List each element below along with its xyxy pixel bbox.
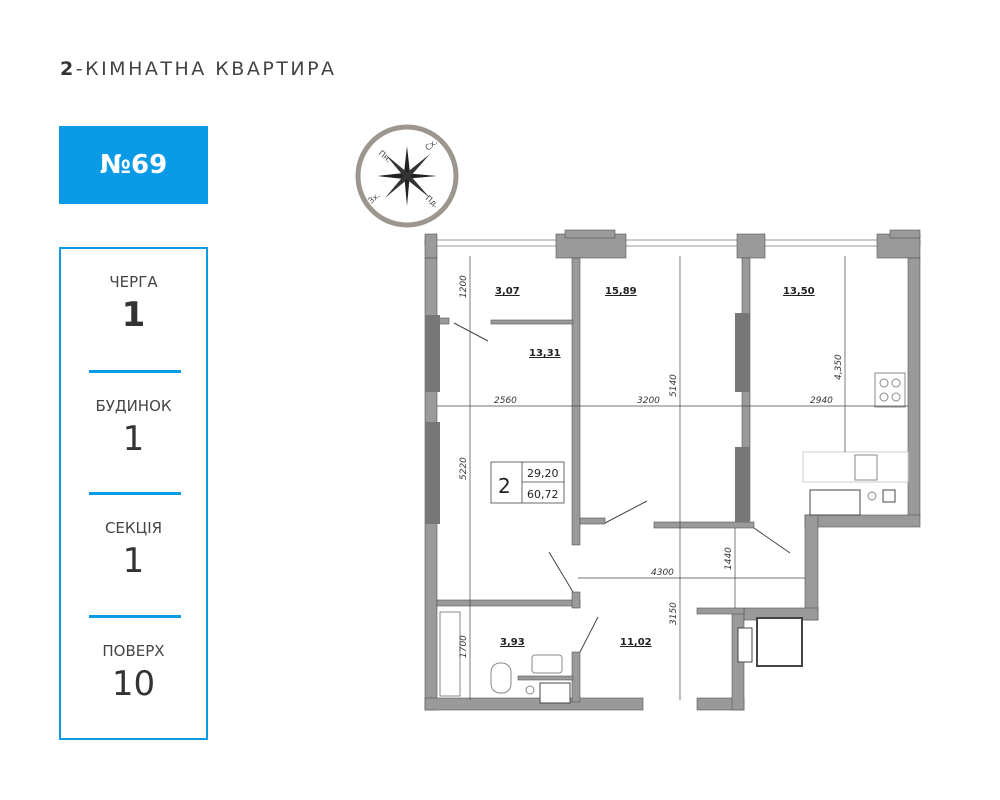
area-kitchen: 13,50 bbox=[783, 286, 815, 297]
info-floor: ПОВЕРХ 10 bbox=[61, 642, 206, 704]
dim-label: 5140 bbox=[669, 374, 679, 397]
info-label: ЧЕРГА bbox=[109, 273, 158, 291]
dim-label: 1440 bbox=[724, 547, 734, 570]
compass-icon: Пн. Сх. Зх. Пд. bbox=[355, 124, 459, 228]
info-queue: ЧЕРГА 1 bbox=[61, 273, 206, 335]
divider bbox=[89, 370, 181, 373]
apartment-number-badge: №69 bbox=[59, 126, 208, 204]
washbasin-icon bbox=[531, 654, 563, 674]
room-areas: 3,07 15,89 13,50 13,31 3,93 11,02 bbox=[495, 286, 815, 648]
apartment-info-panel: ЧЕРГА 1 БУДИНОК 1 СЕКЦІЯ 1 ПОВЕРХ 10 bbox=[59, 247, 208, 740]
info-label: СЕКЦІЯ bbox=[104, 519, 163, 537]
rooms-count: 2 bbox=[498, 474, 511, 498]
area-summary-box: 2 29,20 60,72 bbox=[490, 461, 565, 504]
dim-label: 2560 bbox=[494, 396, 517, 406]
info-label: БУДИНОК bbox=[95, 397, 172, 415]
info-label: ПОВЕРХ bbox=[102, 642, 165, 660]
total-area: 60,72 bbox=[527, 488, 559, 501]
area-room2: 13,31 bbox=[529, 348, 561, 359]
area-hall: 11,02 bbox=[620, 637, 652, 648]
divider bbox=[89, 492, 181, 495]
dim-label: 4,350 bbox=[834, 354, 844, 380]
dimension-lines bbox=[437, 256, 908, 700]
area-bathroom: 3,93 bbox=[500, 637, 525, 648]
page-title: 2-КІМНАТНА КВАРТИРА bbox=[60, 58, 337, 80]
info-value: 1 bbox=[121, 295, 146, 335]
info-value: 1 bbox=[122, 541, 145, 581]
bathtub-icon bbox=[439, 611, 461, 697]
toilet-icon bbox=[490, 662, 512, 694]
dim-label: 3200 bbox=[637, 396, 660, 406]
rooms-number: 2 bbox=[60, 58, 76, 80]
info-section: СЕКЦІЯ 1 bbox=[61, 519, 206, 581]
info-building: БУДИНОК 1 bbox=[61, 397, 206, 459]
dim-label: 4300 bbox=[651, 568, 674, 578]
info-value: 10 bbox=[111, 664, 156, 704]
dim-label: 1200 bbox=[459, 275, 469, 298]
info-value: 1 bbox=[122, 419, 145, 459]
dim-label: 5220 bbox=[459, 457, 469, 480]
area-room1: 15,89 bbox=[605, 286, 637, 297]
sink-icon bbox=[854, 454, 878, 481]
divider bbox=[89, 615, 181, 618]
fixtures bbox=[439, 372, 909, 704]
dim-label: 2940 bbox=[810, 396, 833, 406]
structural-columns bbox=[425, 313, 750, 524]
doors bbox=[453, 322, 791, 653]
stove-icon bbox=[874, 372, 906, 408]
dim-label: 1700 bbox=[459, 635, 469, 658]
living-area: 29,20 bbox=[527, 467, 559, 480]
dimension-labels: 1200 2560 3200 5140 4,350 2940 5220 4300… bbox=[459, 275, 844, 658]
title-text: -КІМНАТНА КВАРТИРА bbox=[75, 58, 337, 80]
area-wardrobe: 3,07 bbox=[495, 286, 520, 297]
dim-label: 3150 bbox=[669, 602, 679, 625]
